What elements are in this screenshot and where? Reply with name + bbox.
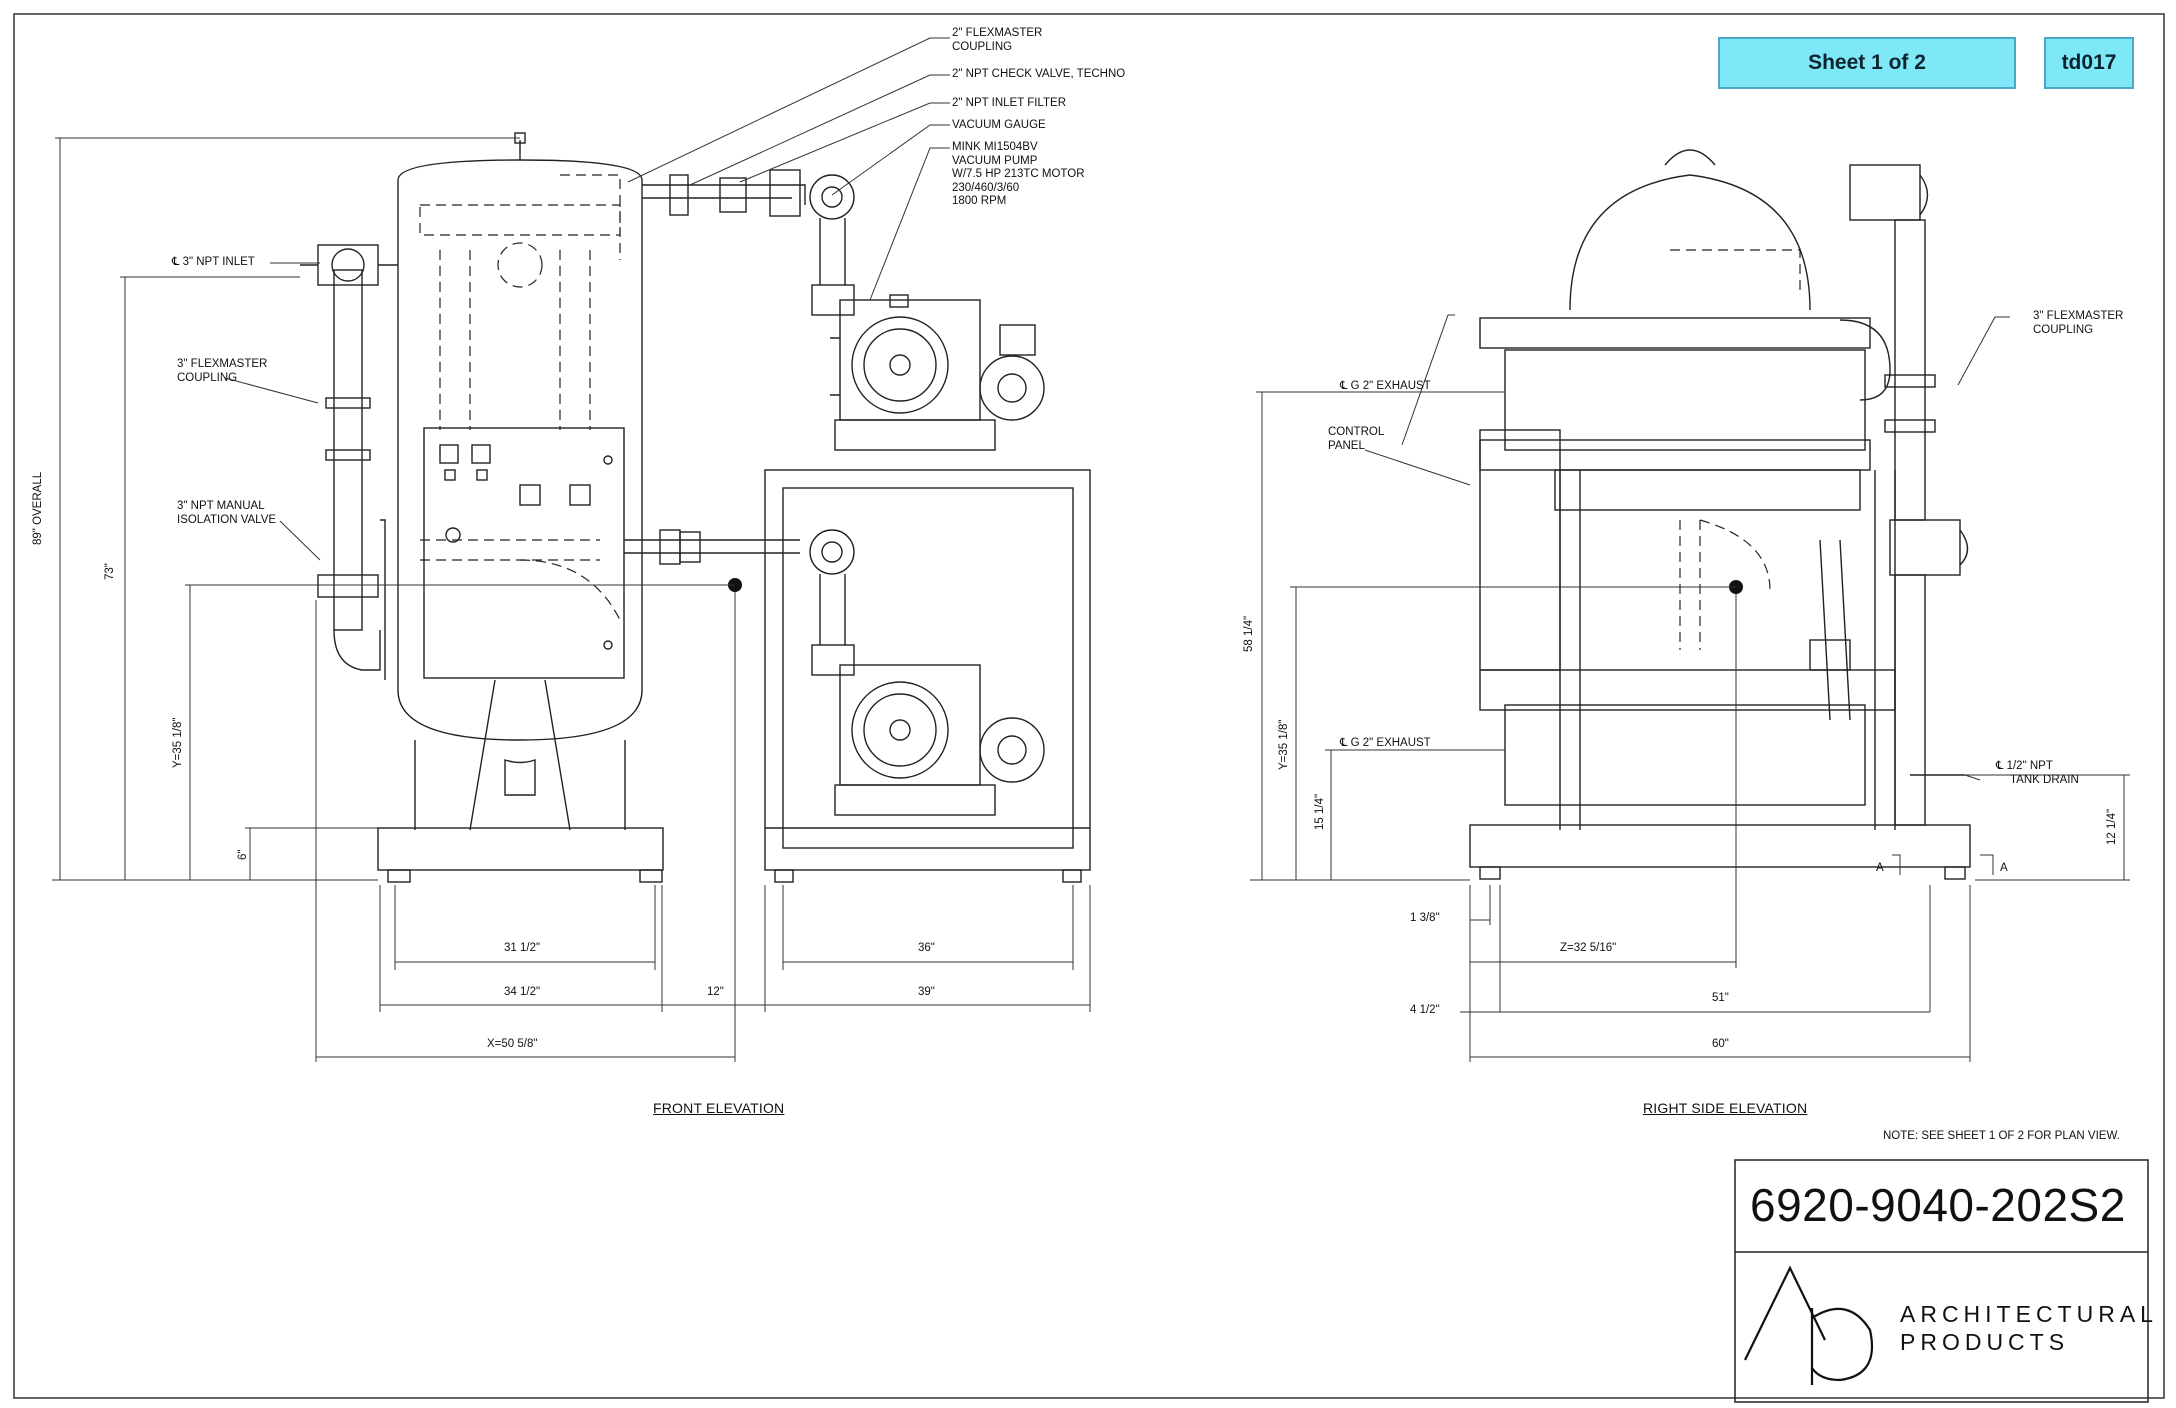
callout-check-valve: 2" NPT CHECK VALVE, TECHNO	[952, 68, 1126, 80]
section-marker-a-left: A	[1876, 862, 1884, 874]
callout-line: 2" FLEXMASTER	[952, 27, 1043, 39]
title-block-frame	[1734, 1159, 2149, 1403]
sheet-code-badge: td017	[2044, 37, 2134, 89]
callout-inlet-3in: ℄ 3" NPT INLET	[172, 256, 255, 268]
callout-control-panel: CONTROL PANEL	[1328, 426, 1384, 453]
dim-left-offset: 4 1/2"	[1408, 1004, 1442, 1016]
callout-line: COUPLING	[177, 371, 238, 384]
callout-tank-drain: ℄ 1/2" NPT TANK DRAIN	[1996, 760, 2079, 787]
right-dimension-lines	[1250, 314, 2130, 1062]
company-line-1: ARCHITECTURAL	[1900, 1301, 2158, 1327]
callout-vacuum-pump: MINK MI1504BV VACUUM PUMP W/7.5 HP 213TC…	[952, 141, 1085, 209]
callout-flexmaster-right: 3" FLEXMASTER COUPLING	[2033, 310, 2123, 337]
callout-line: 3" NPT MANUAL	[177, 500, 265, 512]
dim-offset: 1 3/8"	[1408, 912, 1442, 924]
dim-pump-frame-outer: 39"	[916, 986, 937, 998]
dim-x-width: X=50 5/8"	[485, 1038, 540, 1050]
dim-gap: 12"	[705, 986, 726, 998]
callout-line: 1800 RPM	[952, 195, 1007, 207]
ap-logo	[1744, 1265, 1874, 1385]
callout-flexmaster-2in: 2" FLEXMASTER COUPLING	[952, 27, 1042, 54]
dim-overall-height: 89" OVERALL	[32, 471, 44, 545]
dim-pump-frame-inner: 36"	[916, 942, 937, 954]
callout-exhaust-upper: ℄ G 2" EXHAUST	[1340, 380, 1431, 392]
dim-inlet-height: 73"	[104, 563, 116, 580]
company-line-2: PRODUCTS	[1900, 1329, 2070, 1355]
callout-flexmaster-3in: 3" FLEXMASTER COUPLING	[177, 358, 267, 385]
callout-line: ℄ 1/2" NPT	[1996, 760, 2053, 772]
front-elevation-drawing	[300, 132, 1091, 883]
right-elevation-title: RIGHT SIDE ELEVATION	[1643, 1100, 1808, 1116]
callout-line: CONTROL	[1328, 426, 1385, 438]
dim-y-height-front: Y=35 1/8"	[172, 717, 184, 768]
dim-tank-outer: 34 1/2"	[502, 986, 543, 998]
callout-line: 230/460/3/60	[952, 181, 1020, 194]
plan-view-note: NOTE: SEE SHEET 1 OF 2 FOR PLAN VIEW.	[1883, 1130, 2120, 1142]
front-leader-lines	[224, 37, 950, 561]
drawing-number: 6920-9040-202S2	[1750, 1179, 2126, 1231]
callout-line: 3" FLEXMASTER	[177, 358, 268, 370]
callout-vacuum-gauge: VACUUM GAUGE	[952, 119, 1046, 131]
section-marker-a-right: A	[2000, 862, 2008, 874]
callout-line: ISOLATION VALVE	[177, 513, 277, 526]
callout-line: COUPLING	[2033, 323, 2094, 336]
dim-width-51: 51"	[1710, 992, 1731, 1004]
callout-inlet-filter: 2" NPT INLET FILTER	[952, 97, 1067, 109]
dim-exhaust-height: 58 1/4"	[1243, 615, 1255, 652]
dim-z-width: Z=32 5/16"	[1558, 942, 1619, 954]
front-dimension-lines	[52, 137, 1091, 1062]
callout-exhaust-lower: ℄ G 2" EXHAUST	[1340, 737, 1431, 749]
sheet-border	[13, 13, 2165, 1399]
dim-base-height: 6"	[237, 849, 249, 860]
dim-lower-exhaust: 15 1/4"	[1314, 793, 1326, 830]
callout-line: TANK DRAIN	[2010, 773, 2079, 786]
callout-isolation-valve: 3" NPT MANUAL ISOLATION VALVE	[177, 500, 276, 527]
dim-y-height-right: Y=35 1/8"	[1278, 719, 1290, 770]
sheet-number-badge: Sheet 1 of 2	[1718, 37, 2016, 89]
dim-width-60: 60"	[1710, 1038, 1731, 1050]
callout-line: COUPLING	[952, 40, 1013, 53]
dim-tank-inner: 31 1/2"	[502, 942, 543, 954]
callout-line: VACUUM PUMP	[952, 154, 1038, 167]
callout-line: MINK MI1504BV	[952, 141, 1038, 153]
front-elevation-title: FRONT ELEVATION	[653, 1100, 785, 1116]
callout-line: PANEL	[1328, 439, 1365, 452]
right-elevation-drawing	[1469, 149, 1971, 880]
callout-line: W/7.5 HP 213TC MOTOR	[952, 168, 1085, 180]
callout-line: 3" FLEXMASTER	[2033, 310, 2124, 322]
dim-drain-height: 12 1/4"	[2106, 808, 2118, 845]
company-name: ARCHITECTURAL PRODUCTS	[1900, 1300, 2158, 1356]
